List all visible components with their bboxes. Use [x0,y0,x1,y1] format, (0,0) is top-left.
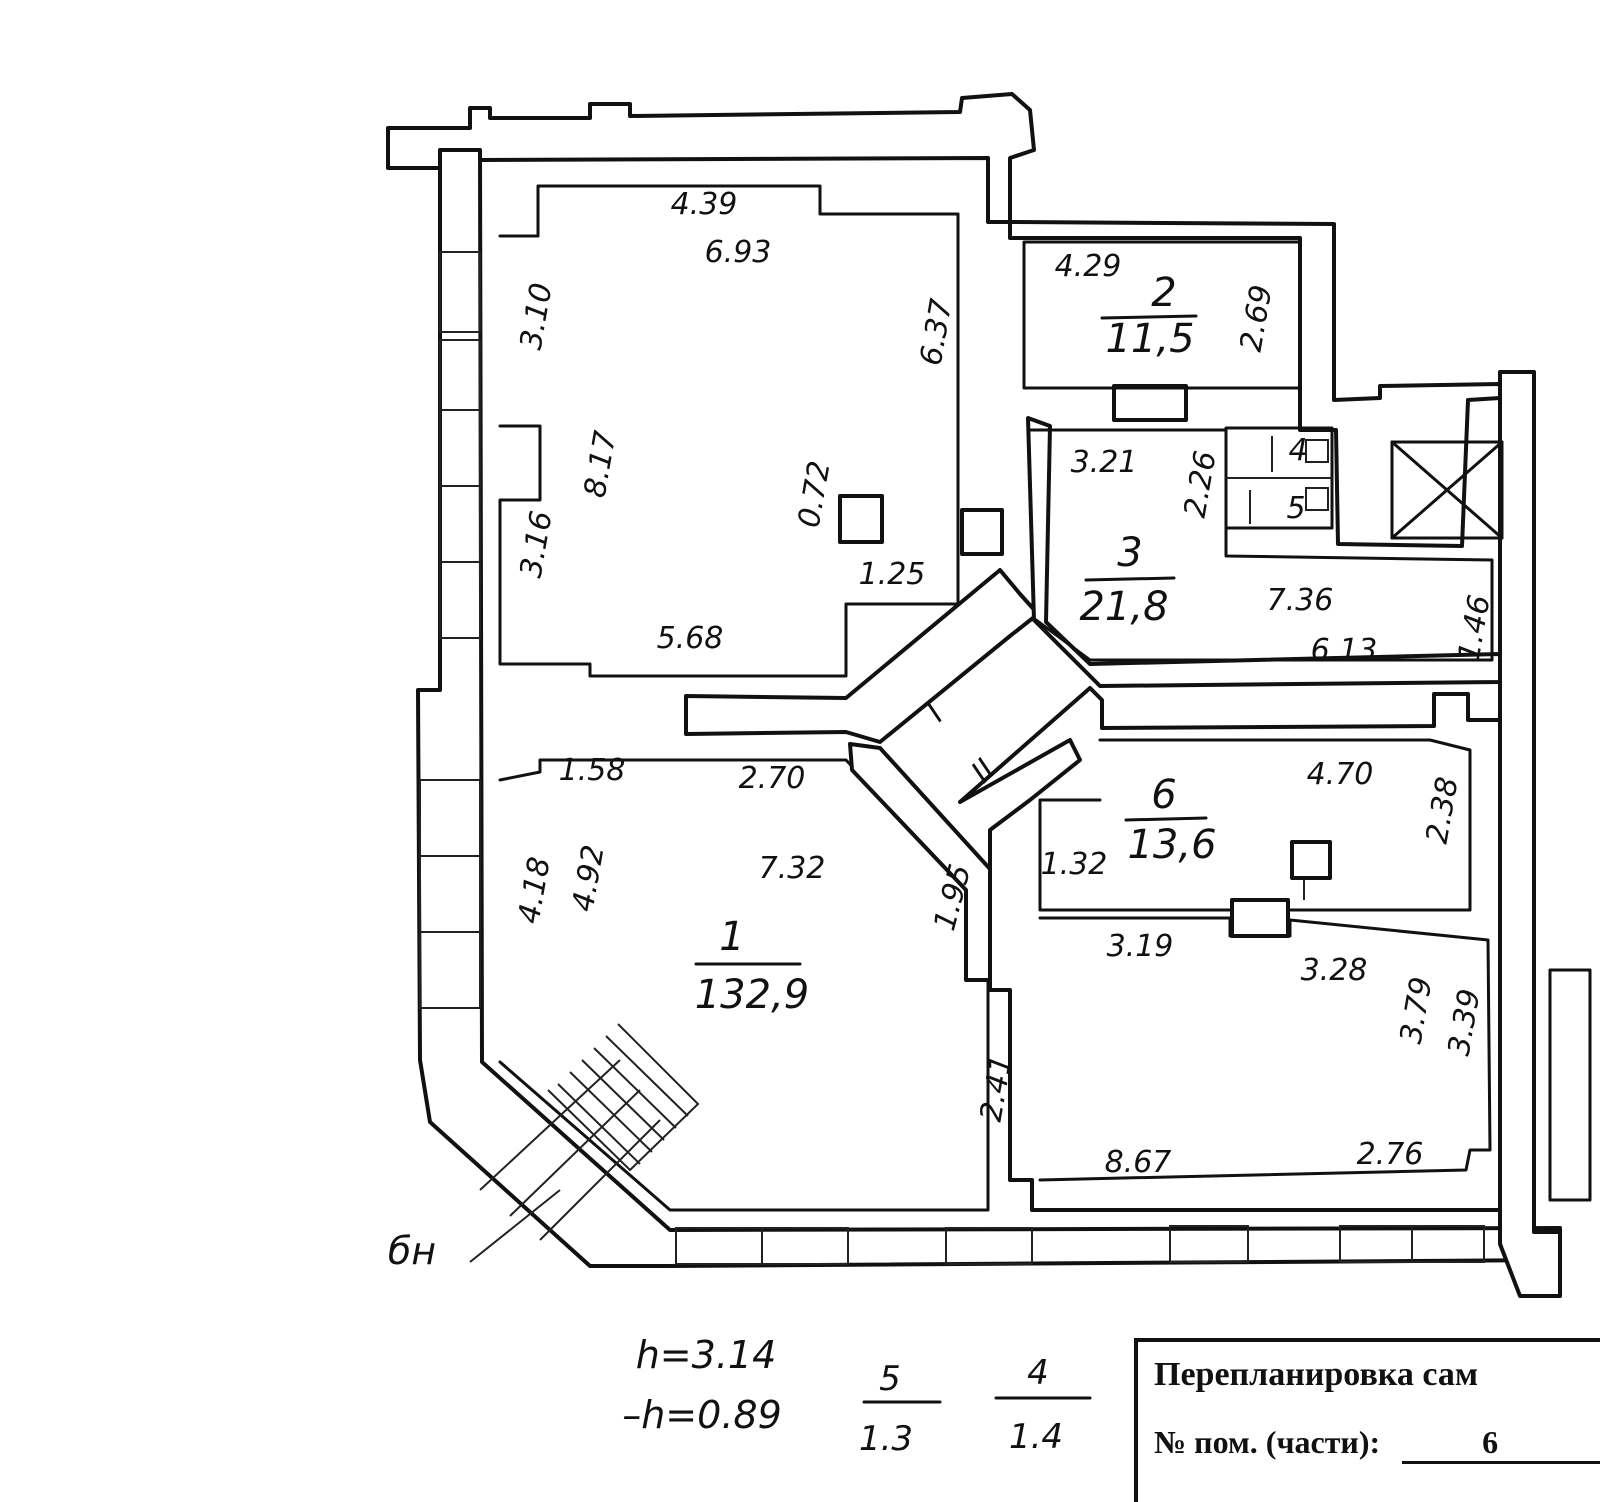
left-windows [419,251,481,1009]
window [439,251,481,333]
window [1169,1225,1249,1263]
dimension: 8.17 [578,428,624,500]
dimension: 4.18 [512,854,558,926]
floor-offset-height: –h=0.89 [622,1393,782,1437]
doorway-block [960,508,1004,556]
room-fraction-line [1084,576,1176,582]
room-number: 6 [1151,772,1176,818]
dimension: 1.32 [1041,847,1108,882]
dimension: 3.19 [1107,929,1174,964]
shaft-cross [1390,440,1504,540]
sink-icon [1305,487,1329,511]
dimension: 7.36 [1267,583,1334,618]
stair-step [509,1089,641,1217]
stair-step [539,1119,661,1241]
stair-step [593,1047,677,1129]
dimension: 2.76 [1357,1137,1424,1172]
entrance-label: бн [388,1229,436,1273]
entrance-leader [469,1189,561,1263]
diagonal-corridor-wall-2 [848,742,1002,982]
stamp-room-value: 6 [1402,1424,1600,1464]
stamp-title: Перепланировка сам [1154,1356,1479,1393]
room-labels: 1 132,9 2 11,5 3 21,8 6 13,6 4 5 [694,270,1308,1018]
room-area: 11,5 [1105,316,1194,362]
room-number: 2 [1151,270,1176,316]
diagonal-corridor-wall-1 [684,568,1040,744]
dimension: 2.69 [1234,282,1280,354]
dimension: 4.39 [671,187,738,222]
dimension: 1.58 [559,753,626,788]
ceiling-height: h=3.14 [636,1333,777,1377]
corridor-mark: I [920,698,951,729]
shaft-outline [1390,440,1504,540]
fraction-area: 1.4 [1009,1417,1063,1457]
column [1290,840,1332,880]
room-area: 21,8 [1079,584,1168,630]
dimension: 2.70 [739,761,806,796]
stair-landing [958,686,1502,1212]
room-number: 1 [719,914,744,960]
room6-outline [1038,738,1472,912]
left-wall [416,148,1562,1268]
dimension: 3.16 [514,508,560,580]
stair-step [605,1035,689,1117]
dimension: 6.13 [1311,633,1378,668]
dimension: 4.70 [1307,757,1374,792]
dimension: 3.21 [1071,445,1138,480]
stair-step [569,1071,653,1153]
dimension: 4.29 [1055,249,1122,284]
stamp-room-row: № пом. (части): 6 [1154,1424,1600,1464]
dimension: 8.67 [1105,1145,1172,1180]
doorway-block [1112,384,1188,422]
room-number: 3 [1117,530,1142,576]
dimension: 3.10 [514,280,560,352]
right-edge-block [1548,968,1592,1202]
room-area: 13,6 [1127,822,1216,868]
window [439,561,481,639]
room-area: 132,9 [695,972,810,1018]
fraction-number: 4 [1027,1353,1049,1393]
dimension: 3.28 [1301,953,1368,988]
room1-upper-outline [498,184,960,678]
stair-flight [547,1023,700,1172]
dimension: 4.92 [566,842,612,914]
window [945,1227,1033,1265]
entrance-stairs [469,1023,700,1263]
dimension: 0.72 [792,458,838,530]
stair-step [581,1059,665,1141]
window [1411,1225,1485,1263]
partition-block [1230,898,1290,938]
room-fraction-line [1100,314,1198,320]
main-outer-wall [386,92,1036,252]
bottom-windows [675,1225,1485,1265]
toilet-icon [1305,439,1329,463]
dimension: 6.93 [705,235,772,270]
fraction-number: 5 [879,1359,901,1399]
stair-step [557,1083,641,1165]
room-number: 5 [1286,491,1305,526]
column [838,494,884,544]
stamp-room-label: № пом. (части): [1154,1424,1381,1460]
shaft [1390,440,1504,540]
room-fraction-line [1124,816,1208,822]
dimension: 7.32 [759,851,826,886]
window [419,931,481,1009]
outer-walls [386,92,1562,1298]
stair-step [479,1059,621,1191]
dimension: 5.68 [657,621,724,656]
dimension: 1.25 [859,557,926,592]
title-stamp: Перепланировка сам № пом. (части): 6 [1134,1338,1600,1502]
right-wall [1498,370,1562,1298]
fraction-area: 1.3 [859,1419,913,1459]
dimension: 2.26 [1178,448,1224,520]
bathroom-block [1224,426,1334,530]
room-number: 4 [1288,433,1307,468]
dimension: 6.37 [914,296,960,368]
window [761,1227,849,1265]
room2-outline [1022,240,1302,390]
